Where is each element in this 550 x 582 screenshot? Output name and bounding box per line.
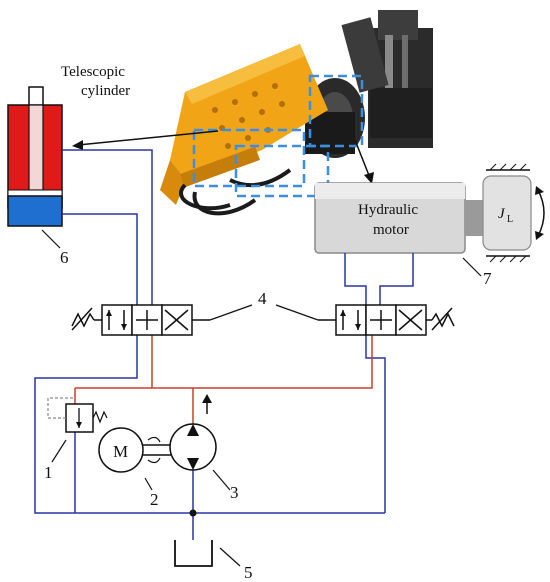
tank: 5	[174, 540, 253, 582]
callout-5: 5	[244, 563, 253, 582]
inertia-symbol: J	[498, 206, 506, 222]
inertia-subscript: L	[507, 214, 513, 225]
motor-label-line1: Hydraulic	[358, 202, 418, 218]
left-directional-valve	[71, 304, 210, 336]
telescopic-label-line2: cylinder	[81, 83, 130, 99]
line-pressure	[151, 335, 373, 389]
robot-arm-photo	[160, 10, 433, 216]
hydraulic-pump: 3	[169, 394, 239, 502]
motor-symbol: M	[113, 442, 128, 461]
callout-leader-2	[144, 477, 153, 491]
callout-leader-3	[212, 469, 231, 491]
arrow-to-cylinder-head	[72, 140, 83, 150]
orange-manipulator	[160, 44, 328, 205]
pump-outlet-triangle	[187, 424, 199, 436]
callout-3: 3	[230, 483, 239, 502]
arrow-to-motor	[354, 139, 371, 179]
telescopic-cylinder: Telescopic cylinder 6	[7, 64, 130, 267]
callout-2: 2	[150, 490, 159, 509]
tank-symbol	[174, 540, 213, 567]
cylinder-cap	[7, 195, 63, 227]
inertia-disk	[482, 175, 532, 251]
callout-4: 4	[258, 289, 267, 308]
left-valve-spring	[71, 312, 95, 328]
highlight-boxes	[192, 74, 364, 198]
line-cyl-upper	[62, 149, 153, 305]
relief-valve-spring	[92, 410, 108, 424]
callout-7: 7	[483, 269, 492, 288]
line-return-right	[365, 335, 386, 513]
arm-column	[341, 10, 433, 148]
motor-label-line2: motor	[373, 222, 409, 238]
relief-valve: 1	[44, 397, 108, 482]
inertia-load: J L	[482, 163, 545, 263]
right-directional-valve	[318, 304, 455, 336]
line-motor-a	[344, 253, 367, 305]
line-return-main	[34, 335, 385, 514]
hydraulic-hoses	[179, 168, 292, 216]
callout-leader-1	[51, 439, 67, 463]
hydraulic-lines	[34, 149, 414, 540]
cylinder-rod-top	[28, 86, 44, 108]
callout-leader-6	[41, 229, 61, 249]
callout-1: 1	[44, 463, 53, 482]
callout-leader-5	[219, 547, 241, 567]
pump-inlet-triangle	[187, 458, 199, 470]
right-valve-spring	[431, 312, 455, 328]
junction-dot	[189, 509, 197, 517]
motor-shaft	[465, 200, 483, 236]
electric-motor-circle	[98, 427, 144, 473]
hydraulic-motor: Hydraulic motor 7	[314, 182, 492, 288]
rotation-arrow	[537, 189, 545, 237]
arrow-to-cylinder	[77, 130, 219, 146]
callout-6: 6	[60, 248, 69, 267]
electric-motor: M 2	[98, 427, 172, 509]
cylinder-piston	[7, 189, 63, 197]
line-motor-b	[379, 253, 414, 305]
relief-pilot-line	[47, 397, 75, 419]
cylinder-rod	[28, 104, 44, 191]
line-cyl-lower	[62, 213, 138, 305]
callout-leader-7	[462, 257, 482, 277]
arrow-to-motor-head	[364, 172, 374, 184]
fixed-support-hatch	[489, 163, 527, 263]
telescopic-label-line1: Telescopic	[61, 64, 125, 80]
